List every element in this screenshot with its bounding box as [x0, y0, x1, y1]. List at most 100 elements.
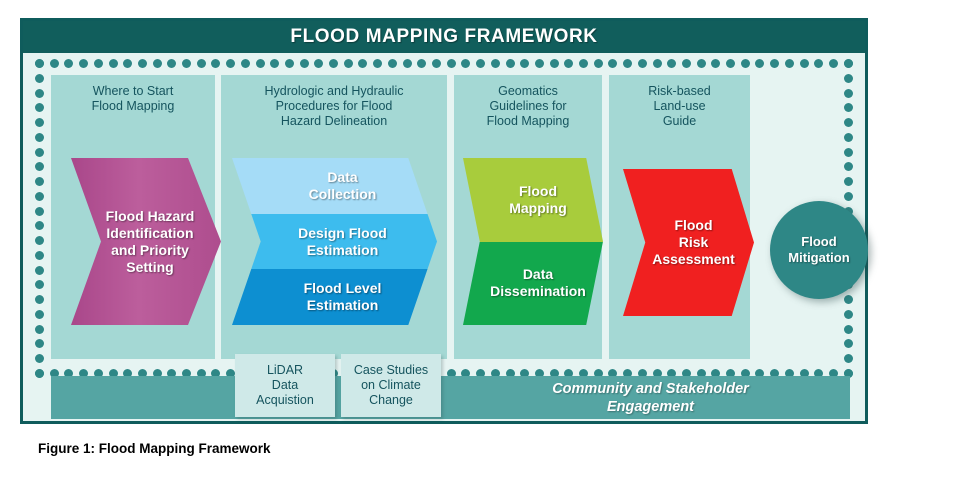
border-dot [446, 59, 456, 68]
border-dot [49, 369, 59, 378]
border-dot [226, 59, 236, 68]
border-dot [844, 191, 853, 201]
border-dot [652, 369, 662, 378]
border-dot [431, 59, 441, 68]
border-dot [226, 369, 236, 378]
border-dot [608, 59, 618, 68]
border-dot [623, 59, 633, 68]
border-dot [35, 177, 44, 186]
border-dot [770, 369, 780, 378]
border-dot [49, 59, 59, 68]
border-dot [35, 206, 44, 216]
border-dot [652, 59, 662, 68]
border-dot [240, 59, 250, 68]
border-dot [844, 177, 853, 186]
border-dot [123, 369, 133, 378]
border-dot [770, 59, 780, 68]
border-dot [270, 59, 280, 68]
border-dot [844, 162, 853, 172]
border-dot [505, 369, 515, 378]
border-dot [35, 236, 44, 245]
border-dot [844, 324, 853, 334]
border-dot [152, 369, 162, 378]
border-dot [844, 59, 853, 68]
border-dot [711, 59, 721, 68]
border-dot [667, 369, 677, 378]
border-dot [108, 59, 118, 68]
border-dot [35, 59, 44, 68]
border-dot [35, 162, 44, 172]
border-dot [681, 369, 691, 378]
border-dot [726, 59, 736, 68]
border-dot [520, 59, 530, 68]
border-dot [593, 59, 603, 68]
border-dot [329, 59, 339, 68]
border-dot [844, 73, 853, 83]
border-dot [520, 369, 530, 378]
border-dot [740, 369, 750, 378]
border-dot [844, 147, 853, 157]
border-dot [579, 59, 589, 68]
border-dot [490, 369, 500, 378]
border-dot [137, 59, 147, 68]
border-dot [211, 59, 221, 68]
border-dot [299, 59, 309, 68]
border-dot [35, 103, 44, 113]
border-dot [844, 309, 853, 319]
border-dot [35, 339, 44, 349]
border-dot [784, 369, 794, 378]
border-dot [593, 369, 603, 378]
border-dot [35, 221, 44, 231]
border-dot [505, 59, 515, 68]
border-dot [549, 59, 559, 68]
border-dot [476, 369, 486, 378]
border-dot [844, 354, 853, 363]
border-dot [152, 59, 162, 68]
dotted-border-top [35, 59, 853, 68]
border-dot [35, 73, 44, 83]
border-dot [755, 369, 765, 378]
border-dot [255, 59, 265, 68]
border-dot [196, 369, 206, 378]
border-dot [490, 59, 500, 68]
border-dot [534, 369, 544, 378]
border-dot [123, 59, 133, 68]
border-dot [93, 59, 103, 68]
border-dot [446, 369, 456, 378]
border-dot [755, 59, 765, 68]
border-dot [828, 59, 838, 68]
border-dot [696, 59, 706, 68]
border-dot [35, 309, 44, 319]
border-dot [64, 59, 74, 68]
border-dot [79, 59, 89, 68]
border-dot [64, 369, 74, 378]
border-dot [35, 118, 44, 127]
border-dot [35, 147, 44, 157]
border-dot [476, 59, 486, 68]
border-dot [284, 59, 294, 68]
border-dot [35, 265, 44, 275]
border-dot [534, 59, 544, 68]
border-dot [711, 369, 721, 378]
border-dot [461, 59, 471, 68]
border-dot [740, 59, 750, 68]
border-dot [814, 59, 824, 68]
border-dot [844, 295, 853, 304]
border-dot [35, 250, 44, 260]
border-dot [167, 369, 177, 378]
border-dot [814, 369, 824, 378]
